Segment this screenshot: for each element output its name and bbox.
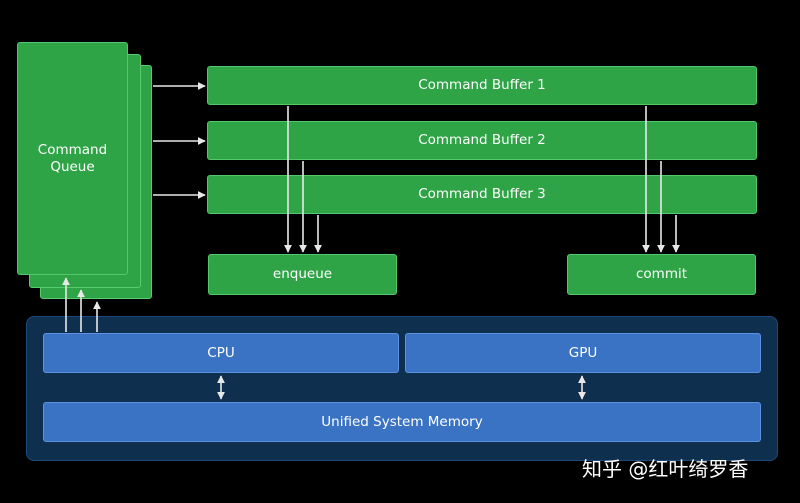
cpu-box: CPU [43,333,399,373]
watermark-text: 知乎 @红叶绮罗香 [582,457,749,481]
command-queue-box: Command Queue [17,42,128,275]
unified-memory-box: Unified System Memory [43,402,761,442]
command-buffer-3-label: Command Buffer 3 [418,186,546,202]
commit-box: commit [567,254,756,295]
commit-label: commit [635,266,688,282]
command-queue-label: Command Queue [37,141,108,175]
command-buffer-1-label: Command Buffer 1 [418,77,546,93]
gpu-box: GPU [405,333,761,373]
command-buffer-3: Command Buffer 3 [207,175,757,214]
enqueue-label: enqueue [272,266,333,282]
command-buffer-2-label: Command Buffer 2 [418,132,546,148]
cpu-label: CPU [207,344,235,361]
unified-memory-label: Unified System Memory [321,413,483,430]
command-buffer-1: Command Buffer 1 [207,66,757,105]
enqueue-box: enqueue [208,254,397,295]
command-buffer-2: Command Buffer 2 [207,121,757,160]
gpu-label: GPU [568,344,598,361]
